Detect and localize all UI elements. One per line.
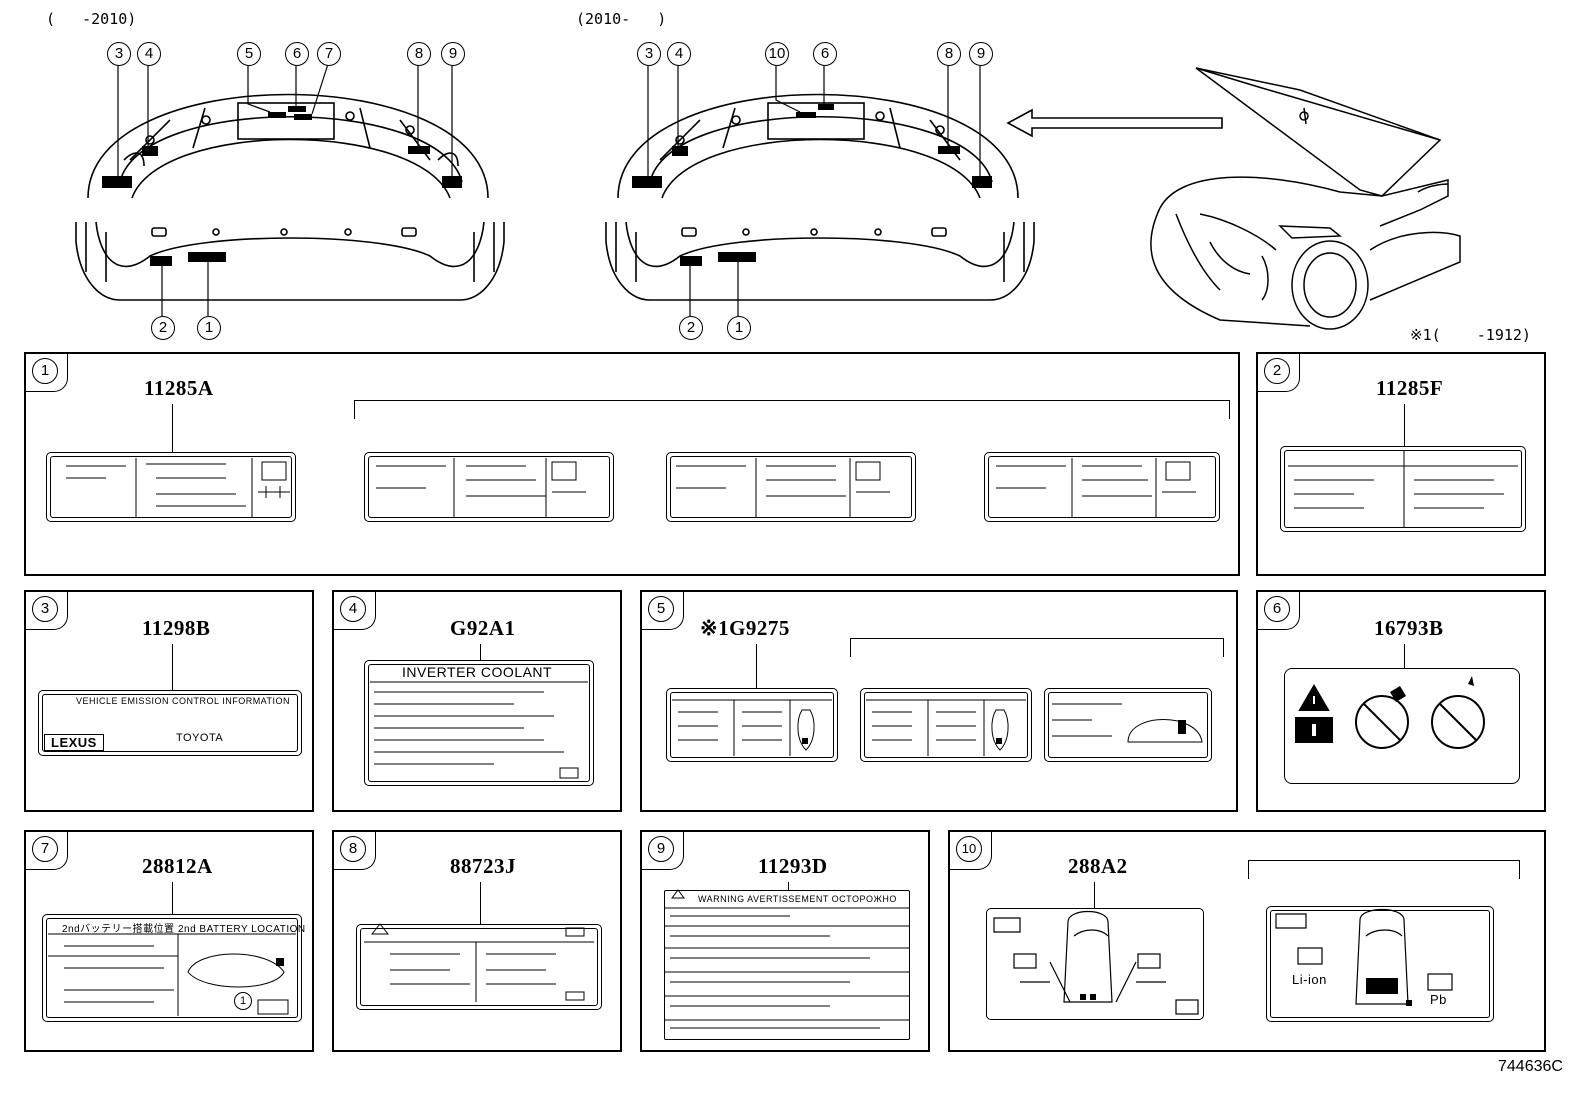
range-label-mid: (2010- ) xyxy=(576,10,667,28)
label-11285F xyxy=(1280,446,1526,532)
label-11293D-title: WARNING AVERTISSEMENT OCTOPOЖHO xyxy=(698,894,897,904)
panel-1-label-details xyxy=(66,458,1196,518)
panel-9-number: 9 xyxy=(640,830,684,870)
label-11285A-4 xyxy=(984,452,1220,522)
panel-3-code: 11298B xyxy=(142,616,211,640)
panel-5-code: ※1G9275 xyxy=(700,616,790,640)
label-11298B-title: VEHICLE EMISSION CONTROL INFORMATION xyxy=(76,696,291,706)
panel-1-code: 11285A xyxy=(144,376,214,400)
panel-3-number: 3 xyxy=(24,590,68,630)
callout-3-left: 3 xyxy=(107,42,131,66)
callout-5-left: 5 xyxy=(237,42,261,66)
panel-9: 9 11293D WARNING AVERTISSEMENT OCTOPOЖHO xyxy=(640,830,930,1052)
callout-9-left: 9 xyxy=(441,42,465,66)
panel-6: 6 16793B xyxy=(1256,590,1546,812)
panel-6-code: 16793B xyxy=(1374,616,1444,640)
panel-10-number: 10 xyxy=(948,830,992,870)
callout-2-left: 2 xyxy=(151,316,175,340)
panel-7: 7 28812A 2ndバッテリー搭載位置 2nd BATTERY LOCATI… xyxy=(24,830,314,1052)
callout-7-left: 7 xyxy=(317,42,341,66)
label-11298B xyxy=(38,690,302,756)
panel-7-code: 28812A xyxy=(142,854,213,878)
panel-10-code: 288A2 xyxy=(1068,854,1128,878)
panel-1: 1 11285A xyxy=(24,352,1240,576)
note-1912: ※1( -1912) xyxy=(1410,326,1531,344)
callout-1-mid: 1 xyxy=(727,316,751,340)
label-28812A-callout: 1 xyxy=(234,992,252,1010)
callout-10-mid: 10 xyxy=(765,42,789,66)
panel-4: 4 G92A1 INVERTER COOLANT xyxy=(332,590,622,812)
panel-10: 10 288A2 Li-ion Pb xyxy=(948,830,1546,1052)
label-288A2-li-ion: Li-ion xyxy=(1292,972,1327,987)
label-11293D xyxy=(664,890,910,1040)
panel-2-code: 11285F xyxy=(1376,376,1444,400)
panel-6-number: 6 xyxy=(1256,590,1300,630)
label-G92A1-title: INVERTER COOLANT xyxy=(402,664,553,680)
diagram-code: 744636C xyxy=(1498,1058,1563,1075)
panel-8: 8 88723J xyxy=(332,830,622,1052)
label-11298B-brand: LEXUS xyxy=(44,734,104,751)
callout-6-mid: 6 xyxy=(813,42,837,66)
callout-8-left: 8 xyxy=(407,42,431,66)
callout-1-left: 1 xyxy=(197,316,221,340)
panel-2: 2 11285F xyxy=(1256,352,1546,576)
panel-4-number: 4 xyxy=(332,590,376,630)
label-288A2-1 xyxy=(986,908,1204,1020)
panel-2-number: 2 xyxy=(1256,352,1300,392)
label-G92A1 xyxy=(364,660,594,786)
callout-9-mid: 9 xyxy=(969,42,993,66)
panel-9-code: 11293D xyxy=(758,854,828,878)
label-11298B-maker: TOYOTA xyxy=(176,732,224,744)
callout-3-mid: 3 xyxy=(637,42,661,66)
label-28812A-title: 2ndバッテリー搭載位置 2nd BATTERY LOCATION xyxy=(62,924,306,935)
panel-7-number: 7 xyxy=(24,830,68,870)
label-288A2-pb: Pb xyxy=(1430,992,1447,1007)
panel-3: 3 11298B VEHICLE EMISSION CONTROL INFORM… xyxy=(24,590,314,812)
range-label-left: ( -2010) xyxy=(46,10,137,28)
panel-1-number: 1 xyxy=(24,352,68,392)
label-11285A-2 xyxy=(364,452,614,522)
callout-8-mid: 8 xyxy=(937,42,961,66)
panel-5-number: 5 xyxy=(640,590,684,630)
callout-2-mid: 2 xyxy=(679,316,703,340)
panel-4-code: G92A1 xyxy=(450,616,516,640)
label-88723J xyxy=(356,924,602,1010)
label-11285A-3 xyxy=(666,452,916,522)
callout-6-left: 6 xyxy=(285,42,309,66)
panel-5: 5 ※1G9275 xyxy=(640,590,1238,812)
callout-4-left: 4 xyxy=(137,42,161,66)
panel-8-code: 88723J xyxy=(450,854,516,878)
callout-4-mid: 4 xyxy=(667,42,691,66)
panel-8-number: 8 xyxy=(332,830,376,870)
